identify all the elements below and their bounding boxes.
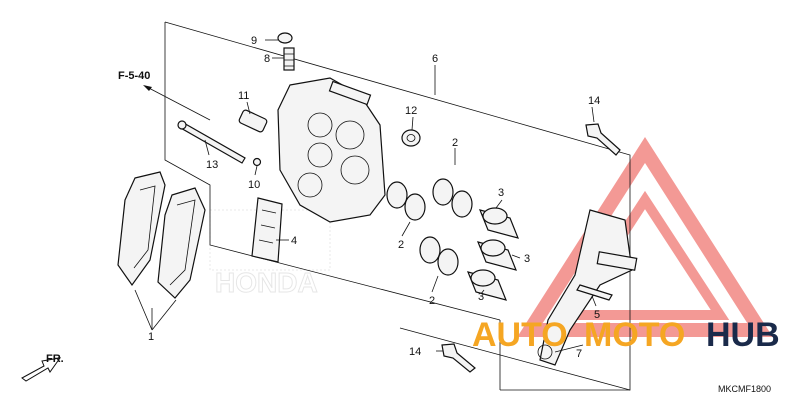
callout-14-upper: 14 xyxy=(588,95,600,107)
caliper-body xyxy=(277,77,386,223)
bolt-lower xyxy=(441,343,476,373)
bolt-upper xyxy=(585,123,621,156)
callout-3-top: 3 xyxy=(498,187,504,199)
piston-seals-lower xyxy=(419,236,459,276)
callout-2-lower: 2 xyxy=(429,295,435,307)
assembly-outline xyxy=(164,21,631,391)
reference-pointer xyxy=(143,85,211,121)
callout-5: 5 xyxy=(594,309,600,321)
watermark-moto: MOTO xyxy=(584,316,685,354)
callout-8: 8 xyxy=(264,53,270,65)
boot xyxy=(401,129,421,147)
watermark-auto: AUTO xyxy=(472,316,568,354)
callout-2-left: 2 xyxy=(398,239,404,251)
callout-4: 4 xyxy=(291,235,297,247)
brake-pad-outer xyxy=(117,171,166,287)
diagram-code: MKCMF1800 xyxy=(718,384,771,394)
callout-10: 10 xyxy=(248,179,260,191)
piston-seals-upper xyxy=(386,178,473,221)
bleeder-cap xyxy=(277,32,293,44)
brake-pad-inner xyxy=(157,187,206,299)
pad-pin-bolt xyxy=(238,109,268,133)
callout-2-upper: 2 xyxy=(452,137,458,149)
watermark-hub: HUB xyxy=(706,316,780,354)
callout-1: 1 xyxy=(148,331,154,343)
callout-11: 11 xyxy=(238,90,249,102)
bleeder-screw xyxy=(283,47,295,71)
plug-small xyxy=(252,157,262,167)
front-direction-indicator: FR. xyxy=(21,353,64,382)
piston-2 xyxy=(476,239,518,271)
front-label: FR. xyxy=(46,353,64,365)
callout-9: 9 xyxy=(251,35,257,47)
watermark-text: AUTO MOTO HUB xyxy=(472,316,780,354)
callout-7: 7 xyxy=(576,348,582,360)
piston-3 xyxy=(466,269,508,301)
callout-14-lower: 14 xyxy=(409,346,421,358)
pad-spring xyxy=(251,197,283,263)
piston-1 xyxy=(478,207,520,239)
leader-lines xyxy=(134,39,597,353)
callout-12: 12 xyxy=(405,105,417,117)
caliper-pin xyxy=(177,120,246,164)
callout-6: 6 xyxy=(432,53,438,65)
reference-label: F-5-40 xyxy=(118,70,150,82)
pad-retainer xyxy=(576,284,613,301)
callout-3-bottom: 3 xyxy=(478,291,484,303)
callout-3-mid: 3 xyxy=(524,253,530,265)
honda-ghost-logo: HONDA xyxy=(209,209,331,299)
callout-labels: 1 2 2 2 2 3 3 3 4 5 6 7 8 9 10 11 12 13 … xyxy=(148,35,600,360)
callout-13: 13 xyxy=(206,159,218,171)
honda-ghost-text: HONDA xyxy=(215,267,318,298)
